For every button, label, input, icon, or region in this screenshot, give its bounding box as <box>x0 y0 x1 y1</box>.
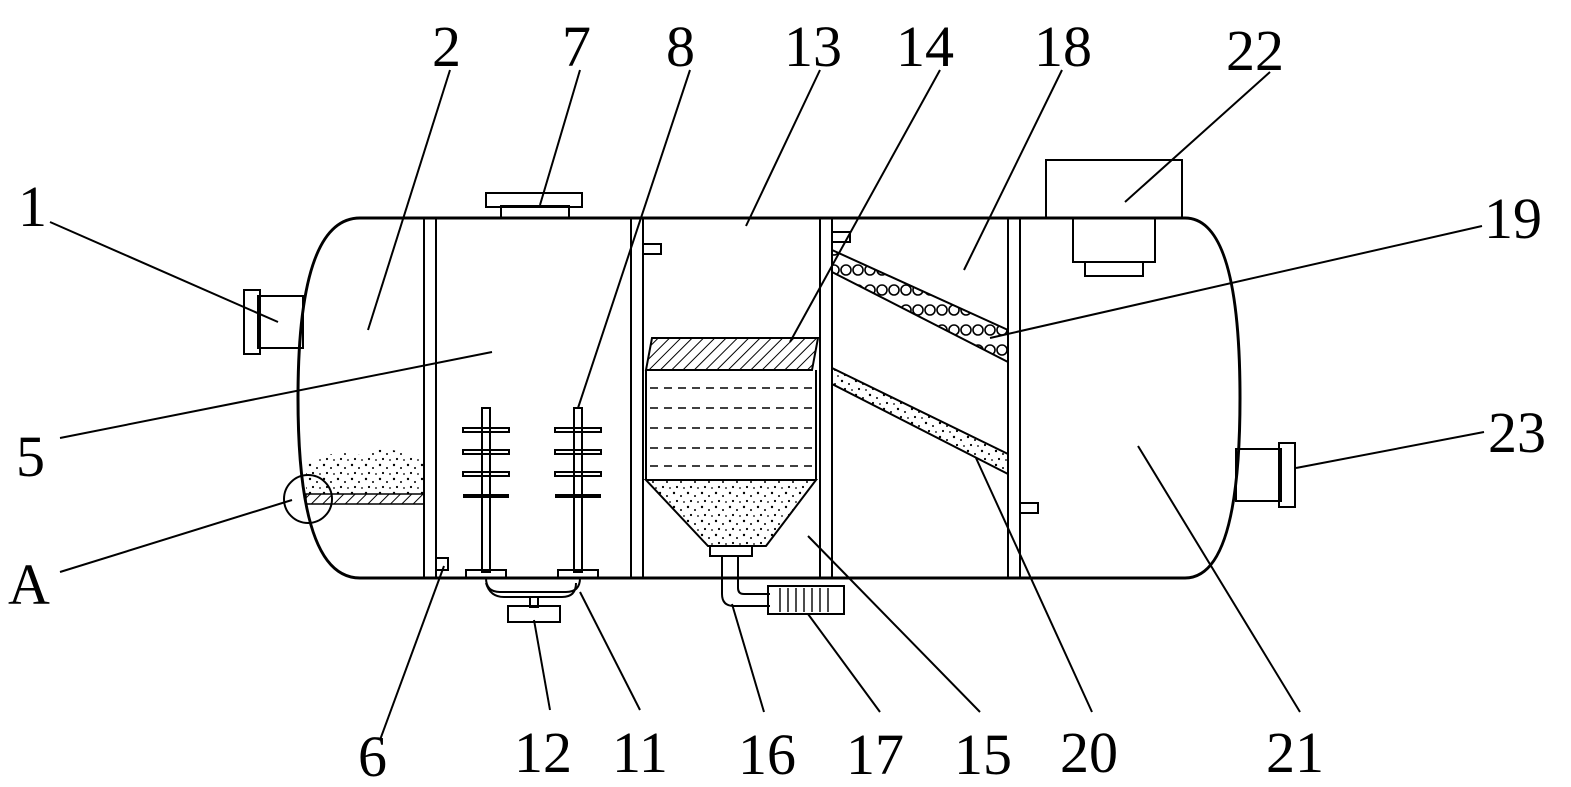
aerator-right <box>554 407 602 573</box>
label-16: 16 <box>738 722 796 787</box>
label-13: 13 <box>784 14 842 79</box>
label-7: 7 <box>562 14 591 79</box>
label-23: 23 <box>1488 400 1546 465</box>
motor-housing <box>1045 159 1183 277</box>
sludge-pipe <box>721 556 770 607</box>
primary-filter-bed <box>283 449 425 524</box>
aeration-pipe <box>465 569 599 598</box>
label-17: 17 <box>846 722 904 787</box>
label-21: 21 <box>1266 720 1324 785</box>
label-12: 12 <box>514 720 572 785</box>
partition-walls <box>423 218 1021 578</box>
label-8: 8 <box>666 14 695 79</box>
label-19: 19 <box>1484 186 1542 251</box>
label-15: 15 <box>954 722 1012 787</box>
inclined-filter-lower <box>831 366 1009 476</box>
label-14: 14 <box>896 14 954 79</box>
label-2: 2 <box>432 14 461 79</box>
inlet-pipe <box>243 289 304 355</box>
label-20: 20 <box>1060 720 1118 785</box>
settling-filter-plate <box>644 337 820 371</box>
aerator-left <box>462 407 510 573</box>
settling-hopper <box>643 370 819 557</box>
top-inlet-flange <box>485 192 583 219</box>
label-A: A <box>8 552 50 617</box>
inclined-filter-upper <box>831 248 1009 364</box>
air-pump <box>507 596 561 623</box>
sludge-pump <box>767 585 845 615</box>
leader-lines <box>49 69 1485 741</box>
label-5: 5 <box>16 424 45 489</box>
outlet-pipe <box>1235 442 1296 508</box>
label-18: 18 <box>1034 14 1092 79</box>
label-22: 22 <box>1226 18 1284 83</box>
label-1: 1 <box>18 174 47 239</box>
label-11: 11 <box>612 720 668 785</box>
label-6: 6 <box>358 724 387 787</box>
